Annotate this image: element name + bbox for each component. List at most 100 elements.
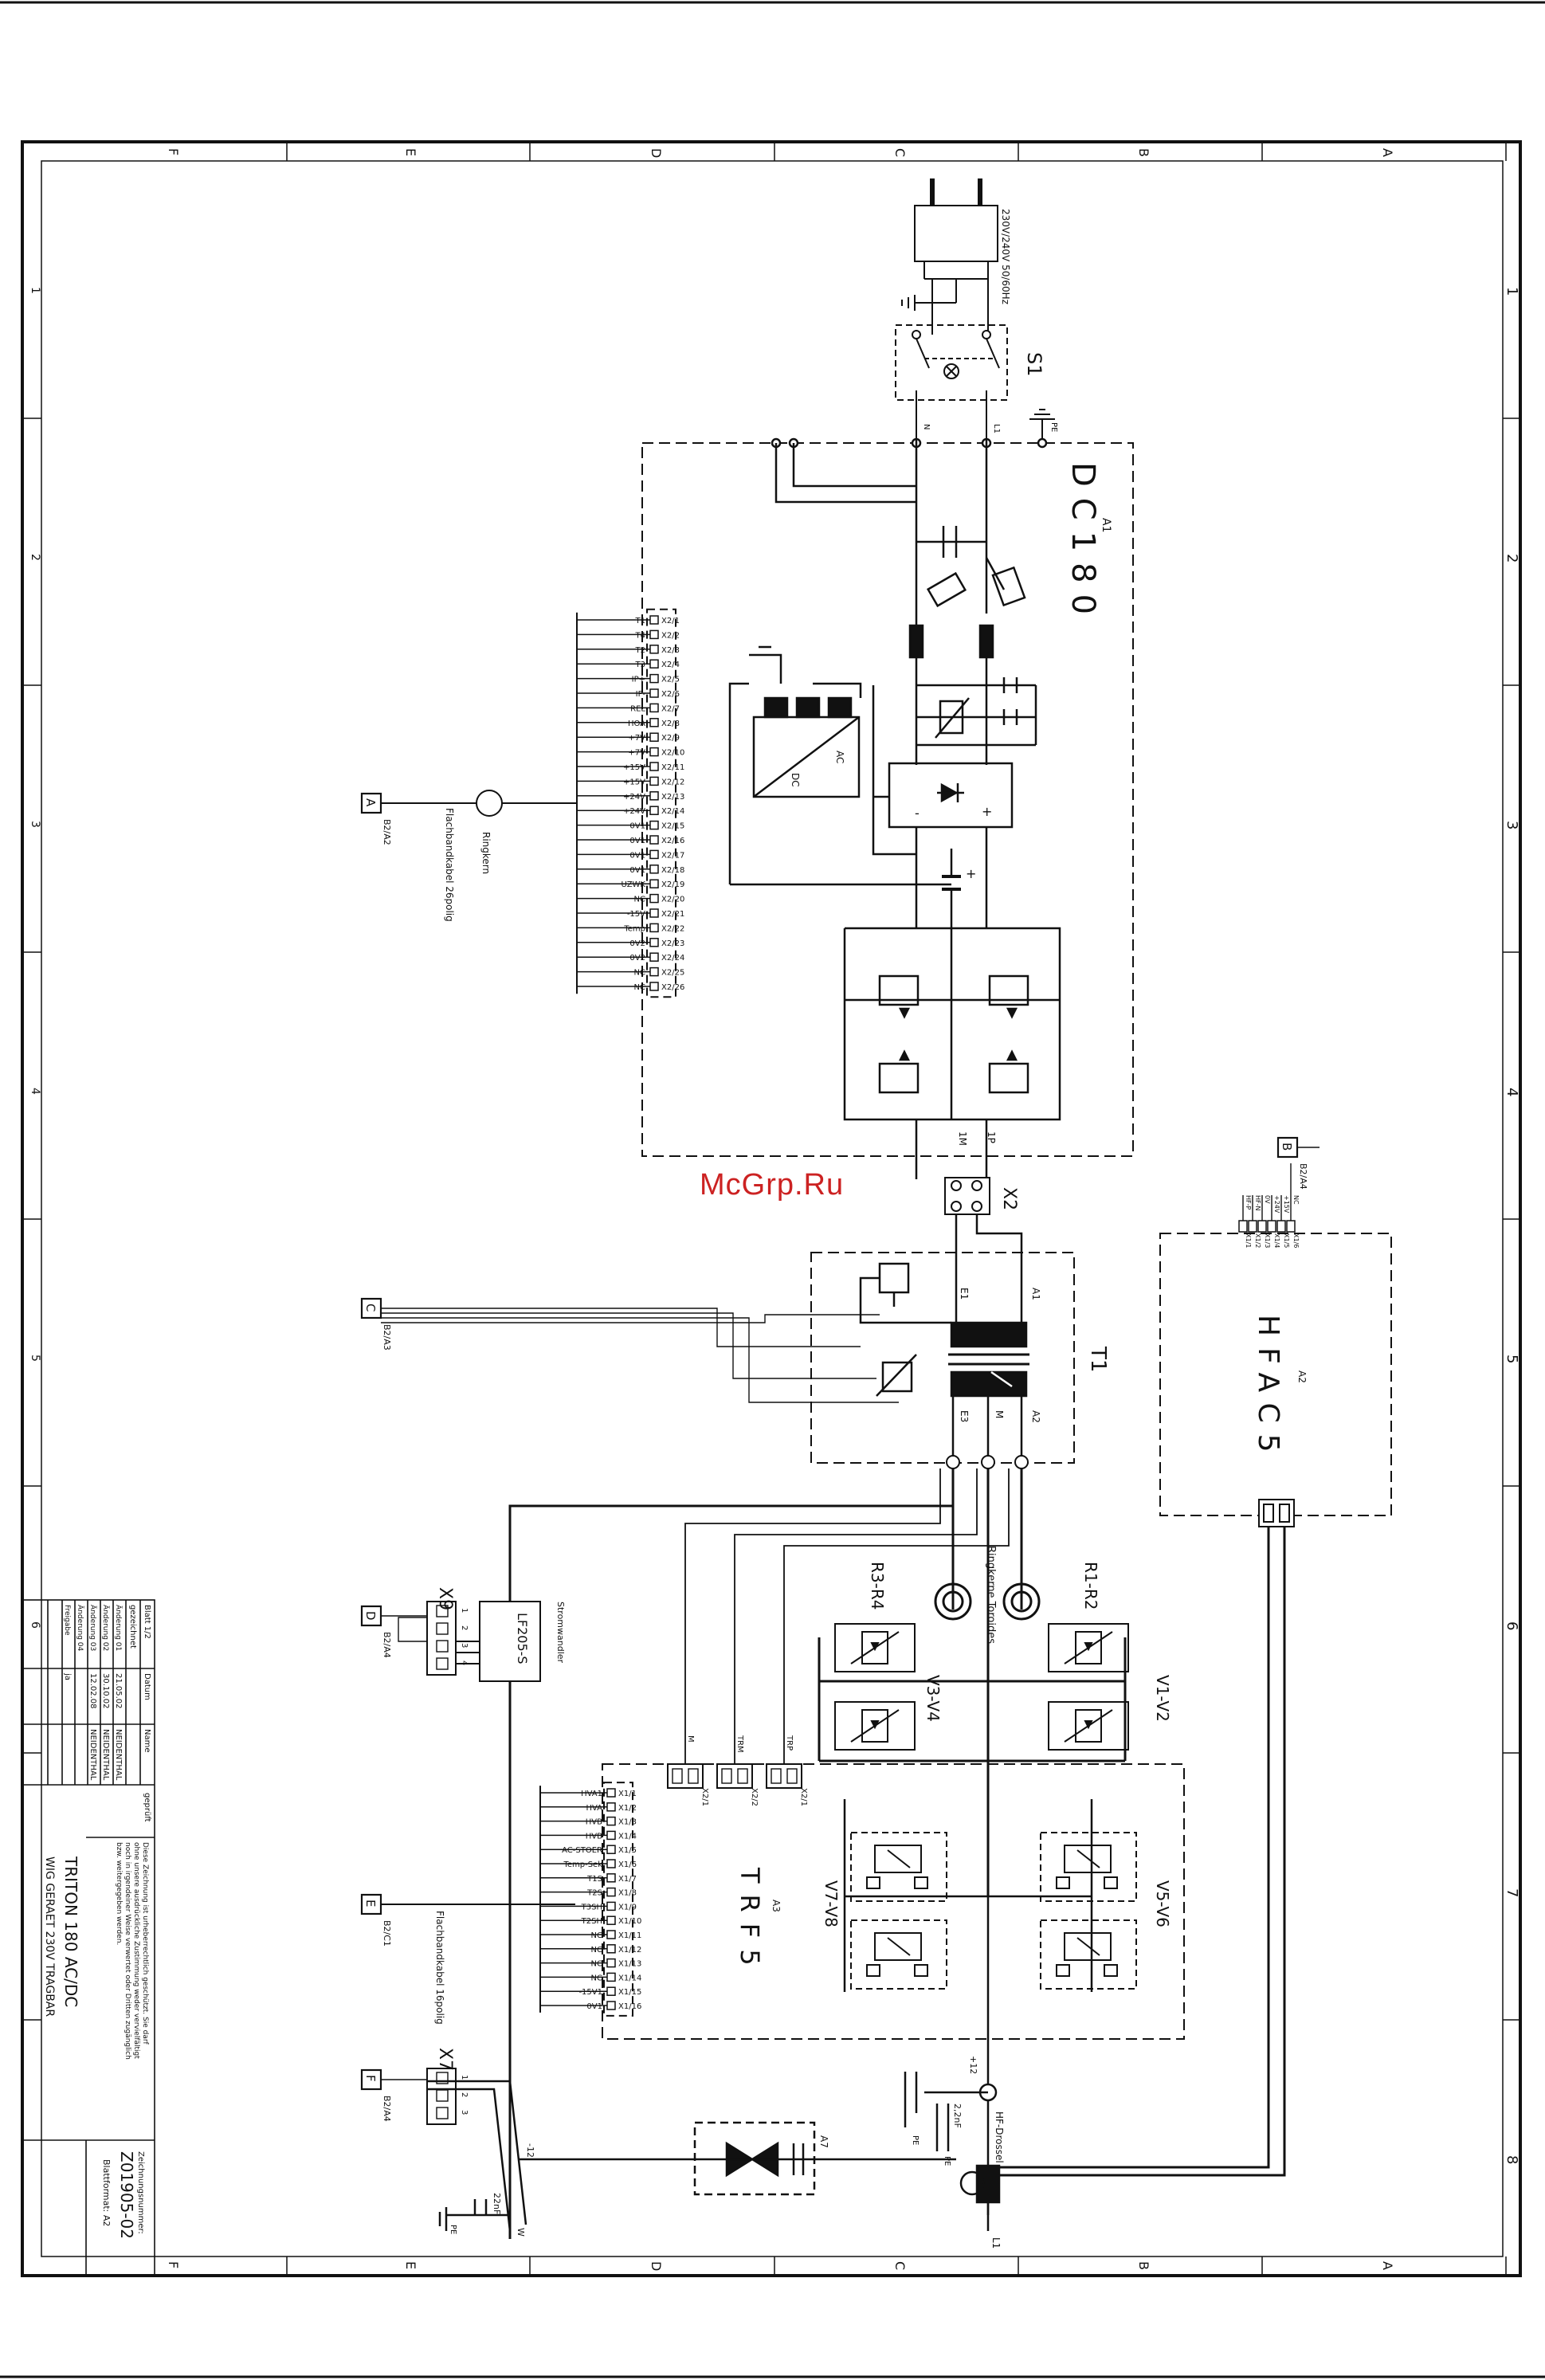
bridge-minus: - bbox=[915, 806, 920, 821]
x2-pin-label: X2/12 bbox=[661, 778, 684, 786]
x2-signal: 0V1 bbox=[629, 822, 645, 831]
x1-pin-label: X1/15 bbox=[618, 1988, 641, 1997]
v5v6-label: V5-V6 bbox=[1153, 1880, 1172, 1927]
hfac5-x1-connector: X1/1HF-PX1/2HF-NX1/30VX1/4+24VX1/5+15VX1… bbox=[1238, 1163, 1300, 1248]
pe-out-label-2: PE bbox=[943, 2156, 951, 2166]
x2-pin-label: X2/7 bbox=[661, 704, 680, 713]
frame-letter-bottom: C bbox=[892, 2261, 908, 2270]
x2-pin bbox=[649, 659, 659, 669]
tb-row-date: ja bbox=[63, 1672, 72, 1680]
ref-target: B2/A2 bbox=[382, 819, 392, 845]
x9-pin-number: 3 bbox=[460, 1643, 469, 1648]
x9-bridge bbox=[398, 1617, 427, 1642]
ref-target: B2/A4 bbox=[1298, 1163, 1308, 1190]
tb-row-label: Änderung 03 bbox=[88, 1605, 97, 1651]
frame-letter-top: A bbox=[1380, 148, 1395, 157]
pe-out-label: PE bbox=[911, 2135, 920, 2145]
t1-a1: A1 bbox=[1030, 1288, 1041, 1300]
x2-pin bbox=[649, 615, 659, 625]
diode-arrow bbox=[1084, 1720, 1093, 1730]
ref-letter: E bbox=[363, 1900, 378, 1907]
x1-pin bbox=[606, 1930, 616, 1939]
x1-pin bbox=[606, 1830, 616, 1841]
x1-pin bbox=[606, 1816, 616, 1826]
ref-letter: B bbox=[1280, 1143, 1294, 1151]
x2-pin bbox=[649, 776, 659, 786]
trf-top-pin bbox=[786, 1768, 798, 1784]
frame-letter-bottom: A bbox=[1380, 2261, 1395, 2270]
x1-pin-label: X1/5 bbox=[618, 1846, 637, 1855]
frame-number-right: 3 bbox=[1504, 821, 1520, 829]
hfac5-x2-connector bbox=[1258, 1499, 1295, 1527]
frame-number-right: 7 bbox=[1504, 1888, 1520, 1897]
x1-pin bbox=[606, 1802, 616, 1812]
t1-a2: A2 bbox=[1030, 1410, 1041, 1423]
outer-frame bbox=[21, 140, 1522, 2277]
diode-resistor bbox=[1075, 1631, 1102, 1664]
trf5-wiring bbox=[843, 1799, 1093, 2088]
diode-module bbox=[1048, 1623, 1129, 1672]
trf-top-pin bbox=[672, 1768, 683, 1784]
x1-pin-label: X1/12 bbox=[618, 1946, 641, 1955]
hfac-pin bbox=[1257, 1220, 1267, 1233]
tb-row-name: NEIDENTHAL bbox=[114, 1729, 123, 1781]
dc180-ref: A1 bbox=[1100, 518, 1112, 532]
frame-letter-top: C bbox=[892, 148, 908, 157]
x9-ref: X9 bbox=[435, 1587, 455, 1610]
hfac-signal: +24V bbox=[1273, 1195, 1280, 1214]
x1-pin-label: X1/1 bbox=[618, 1790, 637, 1798]
hfac-pin-label: X1/1 bbox=[1245, 1233, 1252, 1248]
frame-number-left: 2 bbox=[29, 554, 41, 561]
x9-pin bbox=[436, 1605, 449, 1617]
hfac-signal: +15V bbox=[1283, 1195, 1290, 1214]
diode-resistor bbox=[861, 1709, 888, 1743]
tb-note-line: bzw. weitergegeben werden. bbox=[115, 1842, 123, 1945]
pe-label: PE bbox=[1049, 422, 1058, 432]
x2-pin-label: X2/17 bbox=[661, 851, 684, 860]
tb-note-line: ohne unsere ausdrückliche Zustimmung wed… bbox=[132, 1842, 140, 2059]
tb-row-name: NEIDENTHAL bbox=[88, 1729, 97, 1781]
igbt-symbol bbox=[1064, 1932, 1112, 1961]
x9-pin bbox=[436, 1657, 449, 1670]
trf-top-pin-label: X2/1 bbox=[700, 1788, 709, 1806]
hfac-pin-label: X1/6 bbox=[1292, 1233, 1300, 1248]
igbt-gate bbox=[866, 1876, 880, 1889]
output-stage bbox=[427, 2072, 1001, 2232]
tb-date-head: Datum bbox=[143, 1673, 151, 1700]
x1-signal: HVA1 bbox=[581, 1790, 602, 1798]
x1-signal: NC bbox=[591, 1931, 602, 1940]
igbt-gate bbox=[1056, 1876, 1070, 1889]
tb-product2: WIG GERAET 230V TRAGBAR bbox=[43, 1857, 56, 2017]
x9-pin bbox=[436, 1640, 449, 1653]
x2-pin bbox=[649, 762, 659, 771]
pe-out-label-3: PE bbox=[449, 2225, 457, 2234]
tb-row-date: 12.02.08 bbox=[88, 1673, 97, 1709]
trf5-ref: A3 bbox=[771, 1900, 782, 1912]
r1r2-label: R1-R2 bbox=[1081, 1562, 1100, 1610]
igbt-module bbox=[850, 1832, 947, 1902]
x2-signal: HOA bbox=[628, 719, 645, 728]
frame-number-left: 1 bbox=[29, 287, 41, 294]
x1-pin bbox=[606, 1859, 616, 1868]
x2-pin bbox=[649, 967, 659, 977]
x2-signal: NC bbox=[634, 969, 645, 978]
x1-pin-label: X1/7 bbox=[618, 1875, 637, 1884]
x1-signal: HVB bbox=[586, 1832, 602, 1841]
hfac-pin bbox=[1248, 1220, 1257, 1233]
tb-row-name: NEIDENTHAL bbox=[101, 1729, 110, 1781]
hfac-pin bbox=[1238, 1220, 1248, 1233]
x1-signal: T3SH bbox=[581, 1903, 602, 1911]
dc180-circuit bbox=[728, 437, 1061, 1179]
x2-pin bbox=[649, 820, 659, 830]
title-block: Blatt 1/2gezeichnetDatumNamegeprüftÄnder… bbox=[22, 1599, 155, 2276]
x2-signal: NC bbox=[634, 983, 645, 992]
x2-pin bbox=[649, 791, 659, 801]
frame-number-right: 8 bbox=[1504, 2155, 1520, 2164]
x2-pin bbox=[649, 688, 659, 698]
trf-top-pin bbox=[721, 1768, 732, 1784]
x2-signal: IP- bbox=[636, 690, 646, 699]
